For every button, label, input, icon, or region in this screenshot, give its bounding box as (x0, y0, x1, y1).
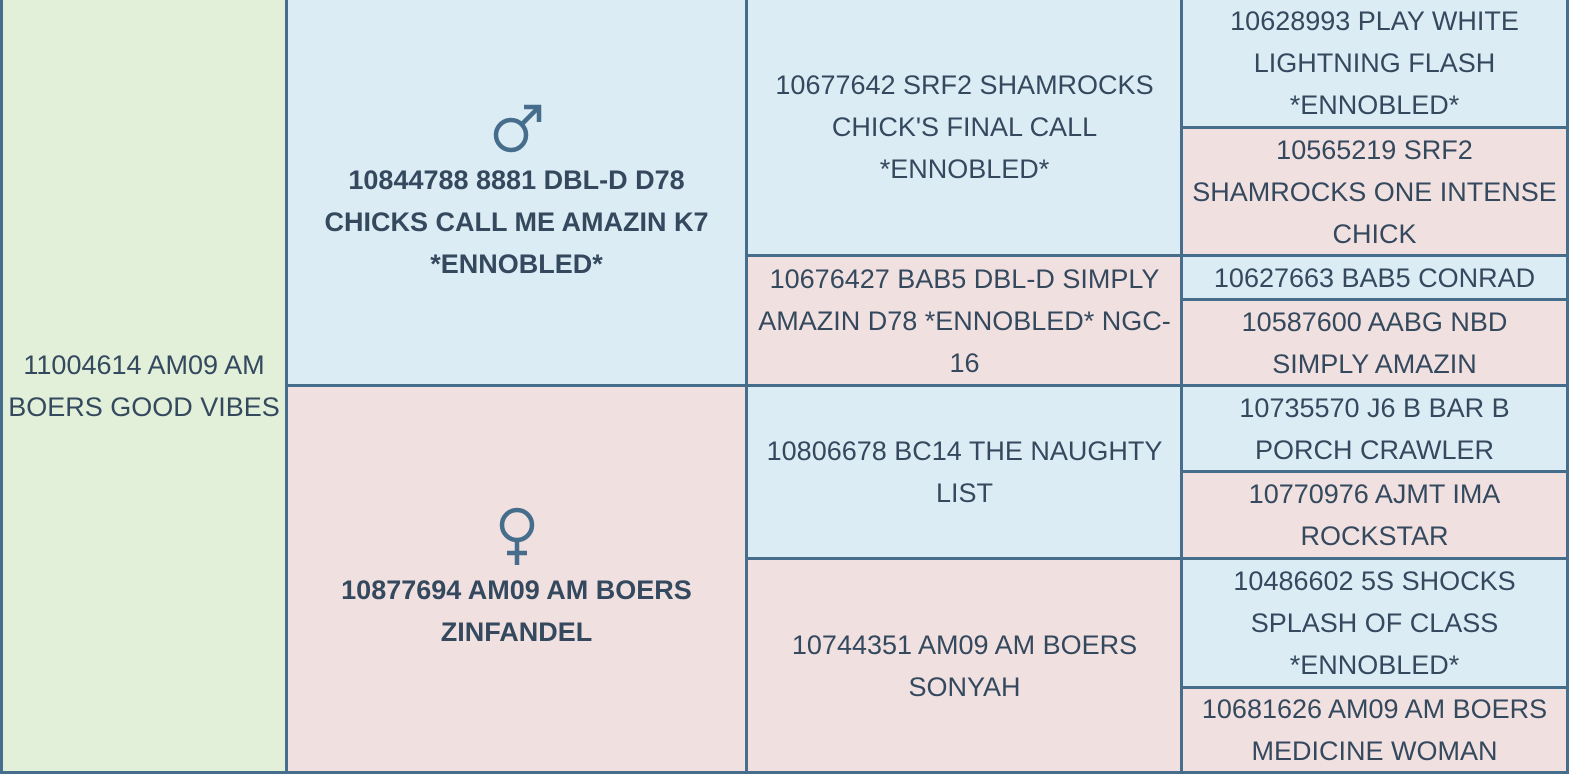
great-grandparent-label: 10628993 PLAY WHITE LIGHTNING FLASH *ENN… (1230, 6, 1519, 120)
dam-cell[interactable]: 10877694 AM09 AM BOERS ZINFANDEL (285, 384, 748, 774)
sire-label: 10844788 8881 DBL-D D78 CHICKS CALL ME A… (324, 164, 709, 279)
great-grandparent-cell[interactable]: 10770976 AJMT IMA ROCKSTAR (1180, 470, 1569, 560)
great-grandparent-label: 10587600 AABG NBD SIMPLY AMAZIN (1241, 306, 1508, 379)
female-symbol-icon (499, 507, 534, 565)
great-grandparent-cell[interactable]: 10681626 AM09 AM BOERS MEDICINE WOMAN (1180, 686, 1569, 774)
grandparent-label: 10676427 BAB5 DBL-D SIMPLY AMAZIN D78 *E… (758, 263, 1171, 378)
grandparent-label: 10677642 SRF2 SHAMROCKS CHICK'S FINAL CA… (775, 70, 1154, 184)
great-grandparent-label: 10681626 AM09 AM BOERS MEDICINE WOMAN (1201, 694, 1548, 766)
male-symbol-icon (493, 104, 541, 152)
great-grandparent-label: 10735570 J6 B BAR B PORCH CRAWLER (1239, 392, 1510, 465)
grandparent-cell[interactable]: 10677642 SRF2 SHAMROCKS CHICK'S FINAL CA… (745, 0, 1184, 257)
great-grandparent-label: 10565219 SRF2 SHAMROCKS ONE INTENSE CHIC… (1192, 134, 1557, 249)
grandparent-label: 10806678 BC14 THE NAUGHTY LIST (766, 436, 1163, 508)
great-grandparent-label: 10770976 AJMT IMA ROCKSTAR (1248, 479, 1501, 551)
subject-label: 11004614 AM09 AM BOERS GOOD VIBES (8, 349, 280, 422)
great-grandparent-cell[interactable]: 10565219 SRF2 SHAMROCKS ONE INTENSE CHIC… (1180, 126, 1569, 257)
grandparent-label: 10744351 AM09 AM BOERS SONYAH (791, 629, 1138, 702)
subject-cell[interactable]: 11004614 AM09 AM BOERS GOOD VIBES (0, 0, 288, 774)
great-grandparent-cell[interactable]: 10627663 BAB5 CONRAD (1180, 254, 1569, 301)
grandparent-cell[interactable]: 10676427 BAB5 DBL-D SIMPLY AMAZIN D78 *E… (745, 254, 1184, 387)
sire-cell[interactable]: 10844788 8881 DBL-D D78 CHICKS CALL ME A… (285, 0, 748, 388)
great-grandparent-label: 10486602 5S SHOCKS SPLASH OF CLASS *ENNO… (1233, 566, 1516, 680)
grandparent-cell[interactable]: 10806678 BC14 THE NAUGHTY LIST (745, 384, 1184, 560)
great-grandparent-label: 10627663 BAB5 CONRAD (1213, 262, 1536, 293)
great-grandparent-cell[interactable]: 10486602 5S SHOCKS SPLASH OF CLASS *ENNO… (1180, 557, 1569, 689)
great-grandparent-cell[interactable]: 10587600 AABG NBD SIMPLY AMAZIN (1180, 298, 1569, 387)
great-grandparent-cell[interactable]: 10628993 PLAY WHITE LIGHTNING FLASH *ENN… (1180, 0, 1569, 129)
grandparent-cell[interactable]: 10744351 AM09 AM BOERS SONYAH (745, 557, 1184, 774)
great-grandparent-cell[interactable]: 10735570 J6 B BAR B PORCH CRAWLER (1180, 384, 1569, 473)
dam-label: 10877694 AM09 AM BOERS ZINFANDEL (341, 575, 692, 647)
